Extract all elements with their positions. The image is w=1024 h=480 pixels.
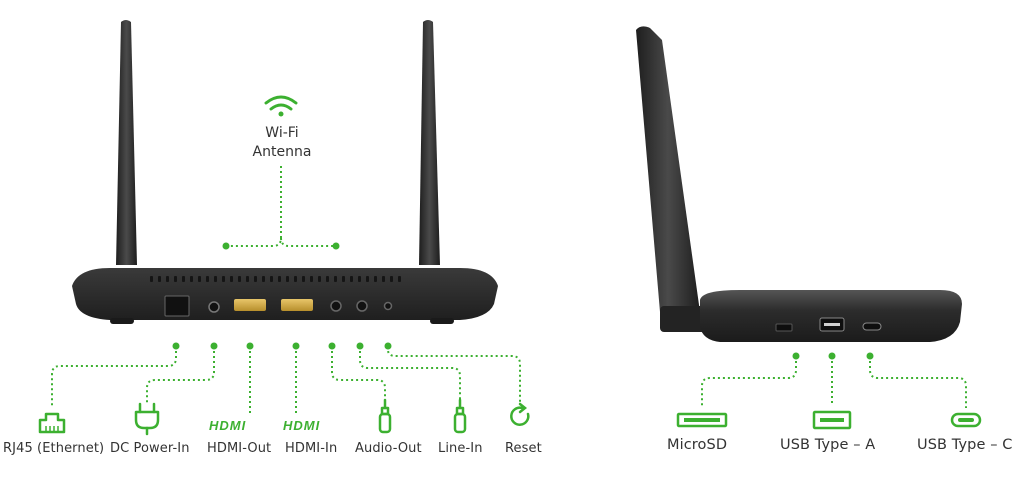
wifi-antenna-line2: Antenna xyxy=(252,144,312,160)
side-body xyxy=(700,290,962,342)
label-usb-type-c: USB Type – C xyxy=(917,437,1013,453)
antenna-hinge xyxy=(660,306,706,332)
wifi-icon xyxy=(264,95,298,117)
audio-out-port xyxy=(330,300,342,312)
microsd-slot-icon xyxy=(676,412,728,428)
label-audio-out: Audio-Out xyxy=(355,441,422,456)
label-usb-type-a: USB Type – A xyxy=(780,437,876,453)
hdmi-in-port xyxy=(281,299,313,311)
label-rj45: RJ45 (Ethernet) xyxy=(3,441,105,456)
audio-jack-icon xyxy=(378,398,392,434)
hdmi-out-port xyxy=(234,299,266,311)
usb-c-icon xyxy=(950,412,982,428)
ethernet-port-icon xyxy=(38,412,66,434)
hdmi-logo-icon: HDMI xyxy=(283,418,321,433)
power-plug-icon xyxy=(134,402,160,436)
right-antenna xyxy=(419,20,440,265)
label-line-in: Line-In xyxy=(438,441,483,456)
wifi-antenna-label: Wi-Fi Antenna xyxy=(232,124,332,162)
label-microsd: MicroSD xyxy=(667,437,728,453)
back-port-leaders xyxy=(51,346,521,414)
hdmi-logo-icon: HDMI xyxy=(209,418,247,433)
audio-jack-icon xyxy=(453,398,467,434)
left-antenna xyxy=(116,20,137,265)
reset-port xyxy=(383,301,393,311)
line-in-port xyxy=(356,300,368,312)
wifi-leader-lines xyxy=(228,166,334,247)
label-reset: Reset xyxy=(505,441,542,456)
label-hdmi-in: HDMI-In xyxy=(285,441,338,456)
vent-row xyxy=(150,276,401,282)
router-back-view xyxy=(72,20,498,324)
side-port-leaders xyxy=(701,356,967,408)
router-body xyxy=(72,268,498,320)
wifi-antenna-line1: Wi-Fi xyxy=(265,125,299,141)
reset-icon xyxy=(510,402,530,426)
rj45-port xyxy=(164,295,190,317)
side-antenna xyxy=(636,26,700,323)
dc-port xyxy=(208,301,220,313)
usb-a-icon xyxy=(812,410,852,430)
router-side-view xyxy=(636,26,962,342)
label-hdmi-out: HDMI-Out xyxy=(207,441,272,456)
label-dc-power-in: DC Power-In xyxy=(110,441,190,456)
